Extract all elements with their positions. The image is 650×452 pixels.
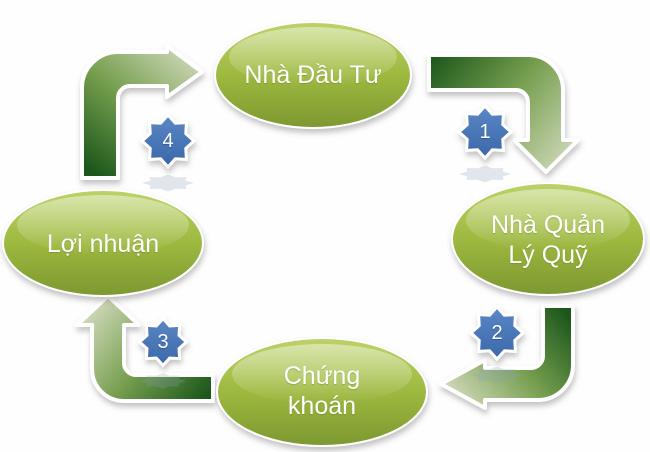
step-badge-3-star-icon	[138, 317, 188, 367]
step-badge-1-star-icon	[457, 104, 513, 160]
node-investor-gloss	[229, 27, 397, 87]
node-profit-gloss	[17, 195, 189, 255]
node-investor	[214, 21, 412, 129]
step-badge-2-reflection	[471, 366, 523, 384]
step-badge-4-star-icon	[140, 113, 196, 169]
arrow-step-4-profit-to-investor	[80, 44, 204, 180]
step-badge-4-reflection	[142, 174, 194, 192]
node-securities	[216, 337, 428, 447]
step-badge-3-reflection	[139, 373, 187, 389]
arrow-step-1-investor-to-fund-manager	[427, 53, 580, 174]
node-fund-manager-gloss	[466, 189, 630, 251]
node-fund-manager	[451, 182, 645, 296]
node-profit	[2, 189, 204, 297]
arrow-step-3-securities-to-profit	[75, 294, 215, 403]
node-securities-gloss	[232, 344, 412, 404]
step-badge-1-reflection	[459, 165, 511, 183]
step-badge-2-star-icon	[469, 305, 525, 361]
arrow-step-2-fund-manager-to-securities	[439, 304, 575, 410]
